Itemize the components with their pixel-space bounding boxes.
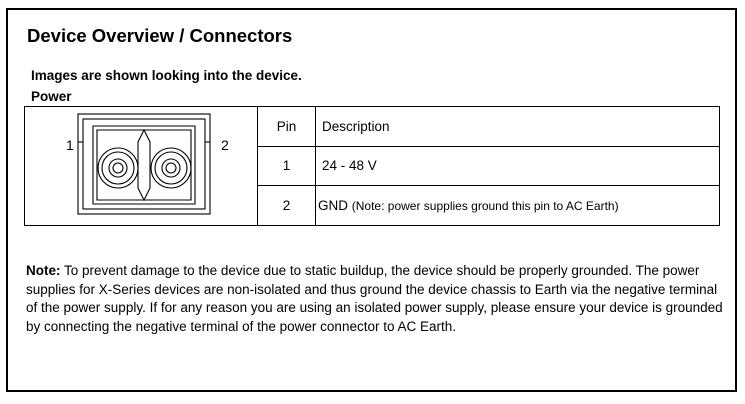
pin-description: GND (Note: power supplies ground this pi… xyxy=(315,185,720,226)
pin-number: 2 xyxy=(257,185,316,226)
subtitle: Images are shown looking into the device… xyxy=(31,68,302,83)
pin-2-label: 2 xyxy=(221,137,229,153)
grounding-note: Note: To prevent damage to the device du… xyxy=(26,262,726,337)
table-row: 1 2 xyxy=(24,106,720,226)
table-row: 1 24 - 48 V xyxy=(25,145,720,187)
two-pin-terminal-block-icon xyxy=(77,113,211,215)
pin-description-text: GND xyxy=(318,198,348,214)
document-frame xyxy=(6,8,737,392)
note-label: Note: xyxy=(26,263,61,278)
section-heading-power: Power xyxy=(31,89,72,104)
pin-description-text: 24 - 48 V xyxy=(322,158,377,174)
note-text: To prevent damage to the device due to s… xyxy=(26,263,723,335)
pin-description: 24 - 48 V xyxy=(315,145,720,187)
table-row: 2 GND (Note: power supplies ground this … xyxy=(25,185,720,226)
connector-image-cell: 1 2 xyxy=(24,106,258,226)
pin-header: Pin xyxy=(257,106,316,147)
description-header: Description xyxy=(315,106,720,147)
pin-description-note: (Note: power supplies ground this pin to… xyxy=(351,199,619,214)
pin-number: 1 xyxy=(257,145,316,187)
pin-1-label: 1 xyxy=(66,137,74,153)
power-pin-table: 1 2 xyxy=(24,106,720,226)
page-title: Device Overview / Connectors xyxy=(27,25,293,46)
